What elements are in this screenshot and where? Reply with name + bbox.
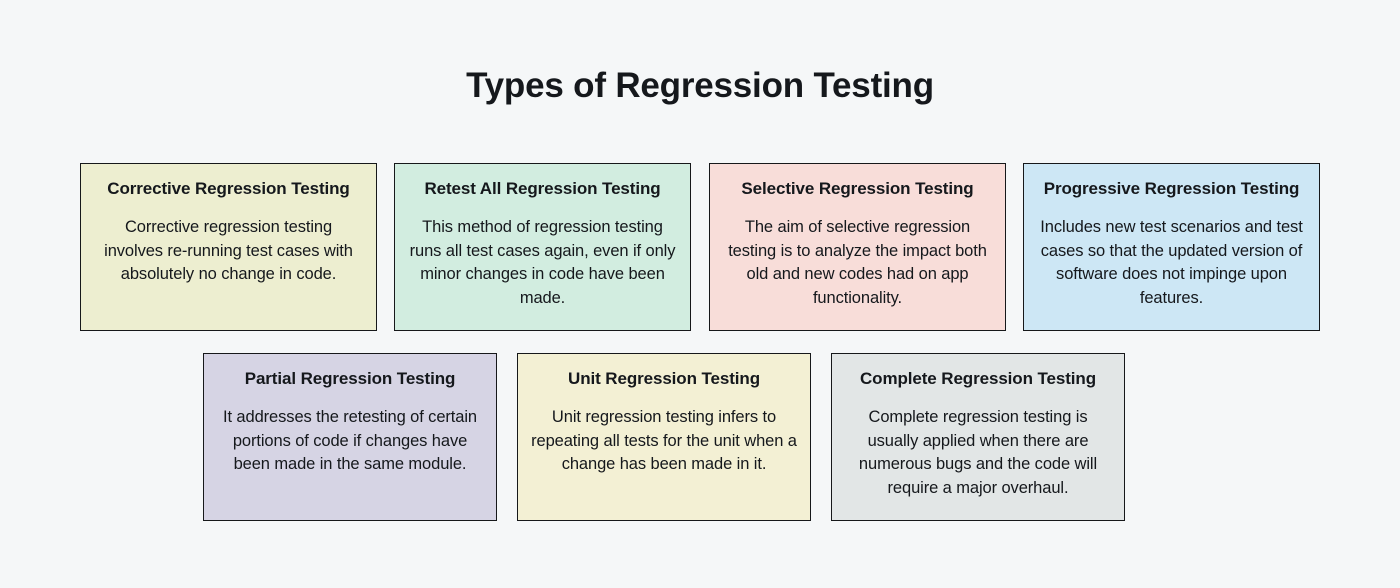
card-title: Unit Regression Testing xyxy=(568,369,760,388)
card-complete-regression-testing: Complete Regression Testing Complete reg… xyxy=(831,353,1125,521)
card-corrective-regression-testing: Corrective Regression Testing Corrective… xyxy=(80,163,377,331)
card-partial-regression-testing: Partial Regression Testing It addresses … xyxy=(203,353,497,521)
card-title: Selective Regression Testing xyxy=(741,179,974,198)
card-title: Corrective Regression Testing xyxy=(107,179,350,198)
card-unit-regression-testing: Unit Regression Testing Unit regression … xyxy=(517,353,811,521)
card-title: Progressive Regression Testing xyxy=(1043,179,1300,198)
card-retest-all-regression-testing: Retest All Regression Testing This metho… xyxy=(394,163,691,331)
card-body: This method of regression testing runs a… xyxy=(409,218,676,307)
card-title: Complete Regression Testing xyxy=(860,369,1096,388)
card-body: It addresses the retesting of certain po… xyxy=(222,408,478,473)
card-body: Corrective regression testing involves r… xyxy=(104,218,353,283)
card-body: The aim of selective regression testing … xyxy=(728,218,987,307)
page-title: Types of Regression Testing xyxy=(466,66,934,105)
card-body: Unit regression testing infers to repeat… xyxy=(531,408,797,473)
card-body: Complete regression testing is usually a… xyxy=(858,408,1098,497)
card-progressive-regression-testing: Progressive Regression Testing Includes … xyxy=(1023,163,1320,331)
card-title: Partial Regression Testing xyxy=(244,369,456,388)
card-title: Retest All Regression Testing xyxy=(424,179,661,198)
card-body: Includes new test scenarios and test cas… xyxy=(1040,218,1303,307)
card-selective-regression-testing: Selective Regression Testing The aim of … xyxy=(709,163,1006,331)
